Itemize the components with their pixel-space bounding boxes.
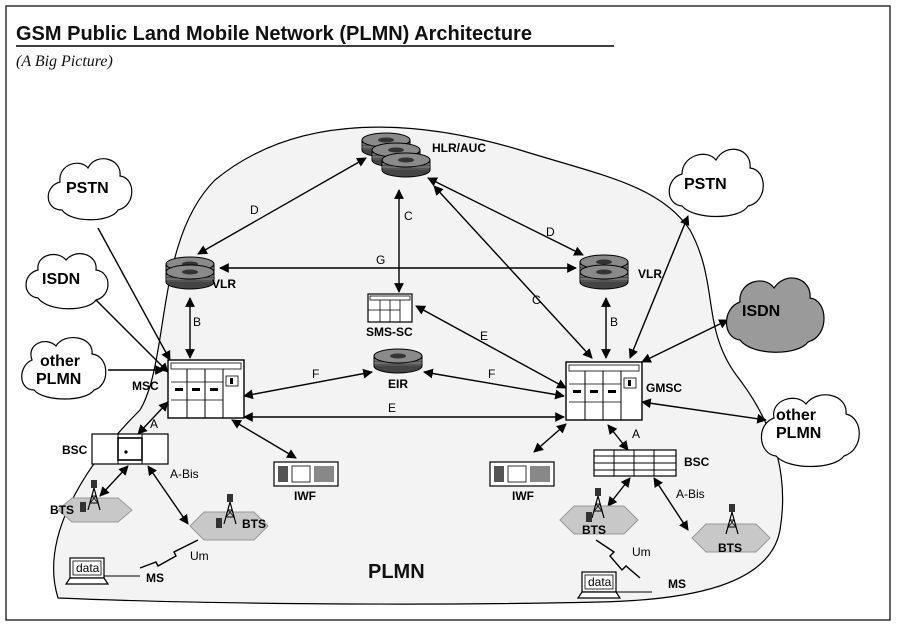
gmsc-node: GMSC [565, 361, 682, 421]
cloud-isdn-left-label: ISDN [42, 271, 80, 288]
bsc-right-label: BSC [684, 455, 710, 469]
bsc-left-label: BSC [62, 443, 88, 457]
link-pstn-gmsc [628, 215, 690, 359]
iface-c-hlr: C [404, 209, 413, 223]
cloud-other-left-line1: other [40, 353, 80, 370]
cloud-other-right: other PLMN [760, 394, 860, 468]
vlr-right-node: VLR [579, 254, 662, 290]
bsc-right-node: BSC [593, 449, 710, 477]
link-bsc-bts-d [653, 477, 689, 531]
cloud-other-left-line2: PLMN [36, 371, 81, 388]
link-isdn-msc [91, 295, 169, 373]
iface-um-left: Um [190, 549, 209, 563]
link-bsc-gmsc [607, 424, 629, 451]
hlr-auc-label: HLR/AUC [432, 141, 486, 155]
bts-left-b-label: BTS [242, 517, 266, 531]
data-right-label: data [588, 575, 612, 589]
outer-border [5, 5, 891, 621]
iface-e-msc: E [388, 401, 396, 415]
iface-f-left: F [312, 367, 319, 381]
link-bsc-bts-b [147, 465, 189, 525]
eir-node: EIR [373, 348, 423, 391]
iwf-right-node: IWF [489, 461, 555, 503]
msc-label: MSC [132, 379, 159, 393]
link-gmsc-iwf [533, 423, 567, 453]
iwf-right-label: IWF [512, 489, 534, 503]
link-bsc-bts-a [99, 465, 129, 497]
cloud-other-left: other PLMN [21, 337, 107, 400]
iface-g: G [376, 253, 385, 267]
iface-a-left: A [150, 417, 158, 431]
link-other-gmsc [641, 398, 767, 424]
iface-d-right: D [546, 225, 555, 239]
link-isdn-gmsc [641, 319, 729, 363]
ms-left-node: data MS [65, 557, 164, 585]
iface-d-left: D [250, 203, 259, 217]
sms-sc-node: SMS-SC [366, 293, 413, 339]
link-bsc-msc [137, 401, 169, 435]
cloud-pstn-left: PSTN [47, 158, 133, 221]
radio-link-left [139, 539, 199, 569]
diagram-title: GSM Public Land Mobile Network (PLMN) Ar… [16, 23, 532, 45]
link-msc-eir [243, 368, 373, 400]
bts-right-b-label: BTS [718, 541, 742, 555]
iwf-left-label: IWF [294, 489, 316, 503]
plmn-label: PLMN [368, 561, 425, 583]
diagram-subtitle: (A Big Picture) [16, 53, 113, 70]
cloud-isdn-right: ISDN [726, 277, 825, 353]
iface-e-sms: E [480, 329, 488, 343]
link-bsc-bts-c [607, 477, 631, 507]
iface-c-gmsc: C [532, 293, 541, 307]
iface-abis-right: A-Bis [676, 487, 705, 501]
cloud-pstn-right-label: PSTN [684, 176, 727, 193]
hlr-auc-node: HLR/AUC [361, 132, 486, 178]
ms-right-label: MS [668, 577, 686, 591]
link-eir-gmsc [423, 368, 565, 400]
iwf-left-node: IWF [273, 461, 339, 503]
cloud-pstn-right: PSTN [668, 148, 764, 217]
iface-b-left: B [193, 315, 201, 329]
link-msc-iwf [231, 419, 297, 459]
sms-sc-label: SMS-SC [366, 325, 413, 339]
bsc-left-node: BSC [62, 433, 169, 465]
ms-left-label: MS [146, 571, 164, 585]
iface-f-right: F [488, 367, 495, 381]
link-hlr-vlr-left [197, 157, 367, 255]
vlr-left-label: VLR [212, 277, 236, 291]
link-pstn-msc [97, 227, 171, 361]
vlr-left-node: VLR [165, 256, 236, 291]
cloud-pstn-left-label: PSTN [66, 180, 109, 197]
cloud-other-right-line2: PLMN [776, 425, 821, 442]
bts-right-b-node: BTS [691, 503, 771, 555]
data-left-label: data [76, 561, 100, 575]
vlr-right-label: VLR [638, 267, 662, 281]
radio-link-right [595, 539, 641, 579]
bts-left-a-node: BTS [50, 479, 133, 523]
iface-um-right: Um [632, 545, 651, 559]
bts-right-a-node: BTS [559, 487, 639, 537]
cloud-other-right-line1: other [776, 407, 816, 424]
bts-left-b-node: BTS [189, 493, 269, 541]
msc-node: MSC [132, 359, 245, 419]
cloud-isdn-right-label: ISDN [742, 303, 780, 320]
bts-left-a-label: BTS [50, 503, 74, 517]
cloud-isdn-left: ISDN [25, 253, 109, 310]
gmsc-label: GMSC [646, 381, 682, 395]
iface-a-right: A [632, 427, 640, 441]
iface-abis-left: A-Bis [170, 467, 199, 481]
bts-right-a-label: BTS [582, 523, 606, 537]
eir-label: EIR [388, 377, 408, 391]
iface-b-right: B [610, 315, 618, 329]
ms-right-node: data MS [577, 571, 686, 599]
